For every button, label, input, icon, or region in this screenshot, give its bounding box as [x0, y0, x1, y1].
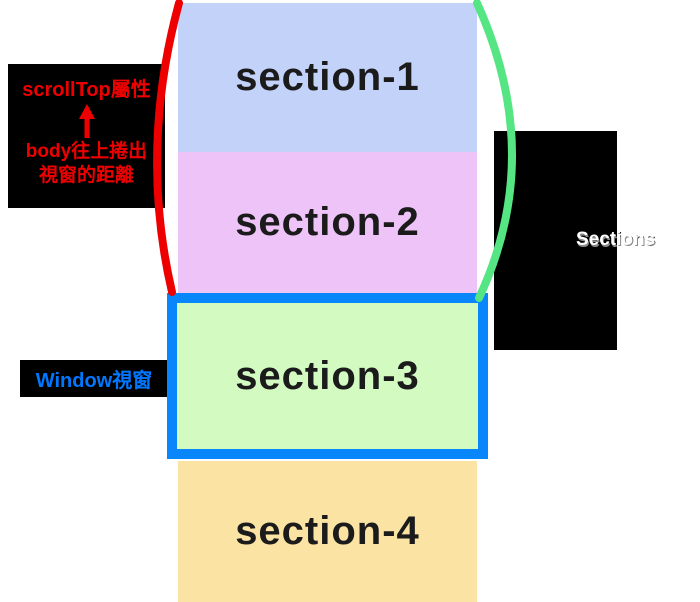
section-4-label: section-4 [235, 509, 420, 553]
section-2-label: section-2 [235, 200, 420, 244]
window-annotation-label: Window視窗 [35, 370, 153, 392]
scrolltop-annotation-box: scrollTop屬性 body往上捲出 視窗的距離 [8, 64, 165, 208]
window-viewport-frame: section-3 [167, 293, 488, 459]
scrolltop-desc-line2: 視窗的距離 [38, 164, 134, 186]
section-3-block: section-3 [177, 303, 478, 449]
scrolltop-title: scrollTop屬性 [22, 79, 151, 101]
window-annotation-box: Window視窗 [20, 360, 168, 397]
section-4-block: section-4 [178, 461, 477, 602]
section-3-label: section-3 [235, 353, 420, 398]
sections-annotation-label: Sections [576, 229, 656, 250]
section-1-block: section-1 [178, 3, 477, 152]
up-arrow-icon [78, 104, 95, 138]
sections-annotation-box: Sections [494, 131, 655, 350]
section-2-block: section-2 [178, 152, 477, 293]
scrolltop-desc-line1: body往上捲出 [25, 141, 148, 162]
section-1-label: section-1 [235, 55, 420, 99]
